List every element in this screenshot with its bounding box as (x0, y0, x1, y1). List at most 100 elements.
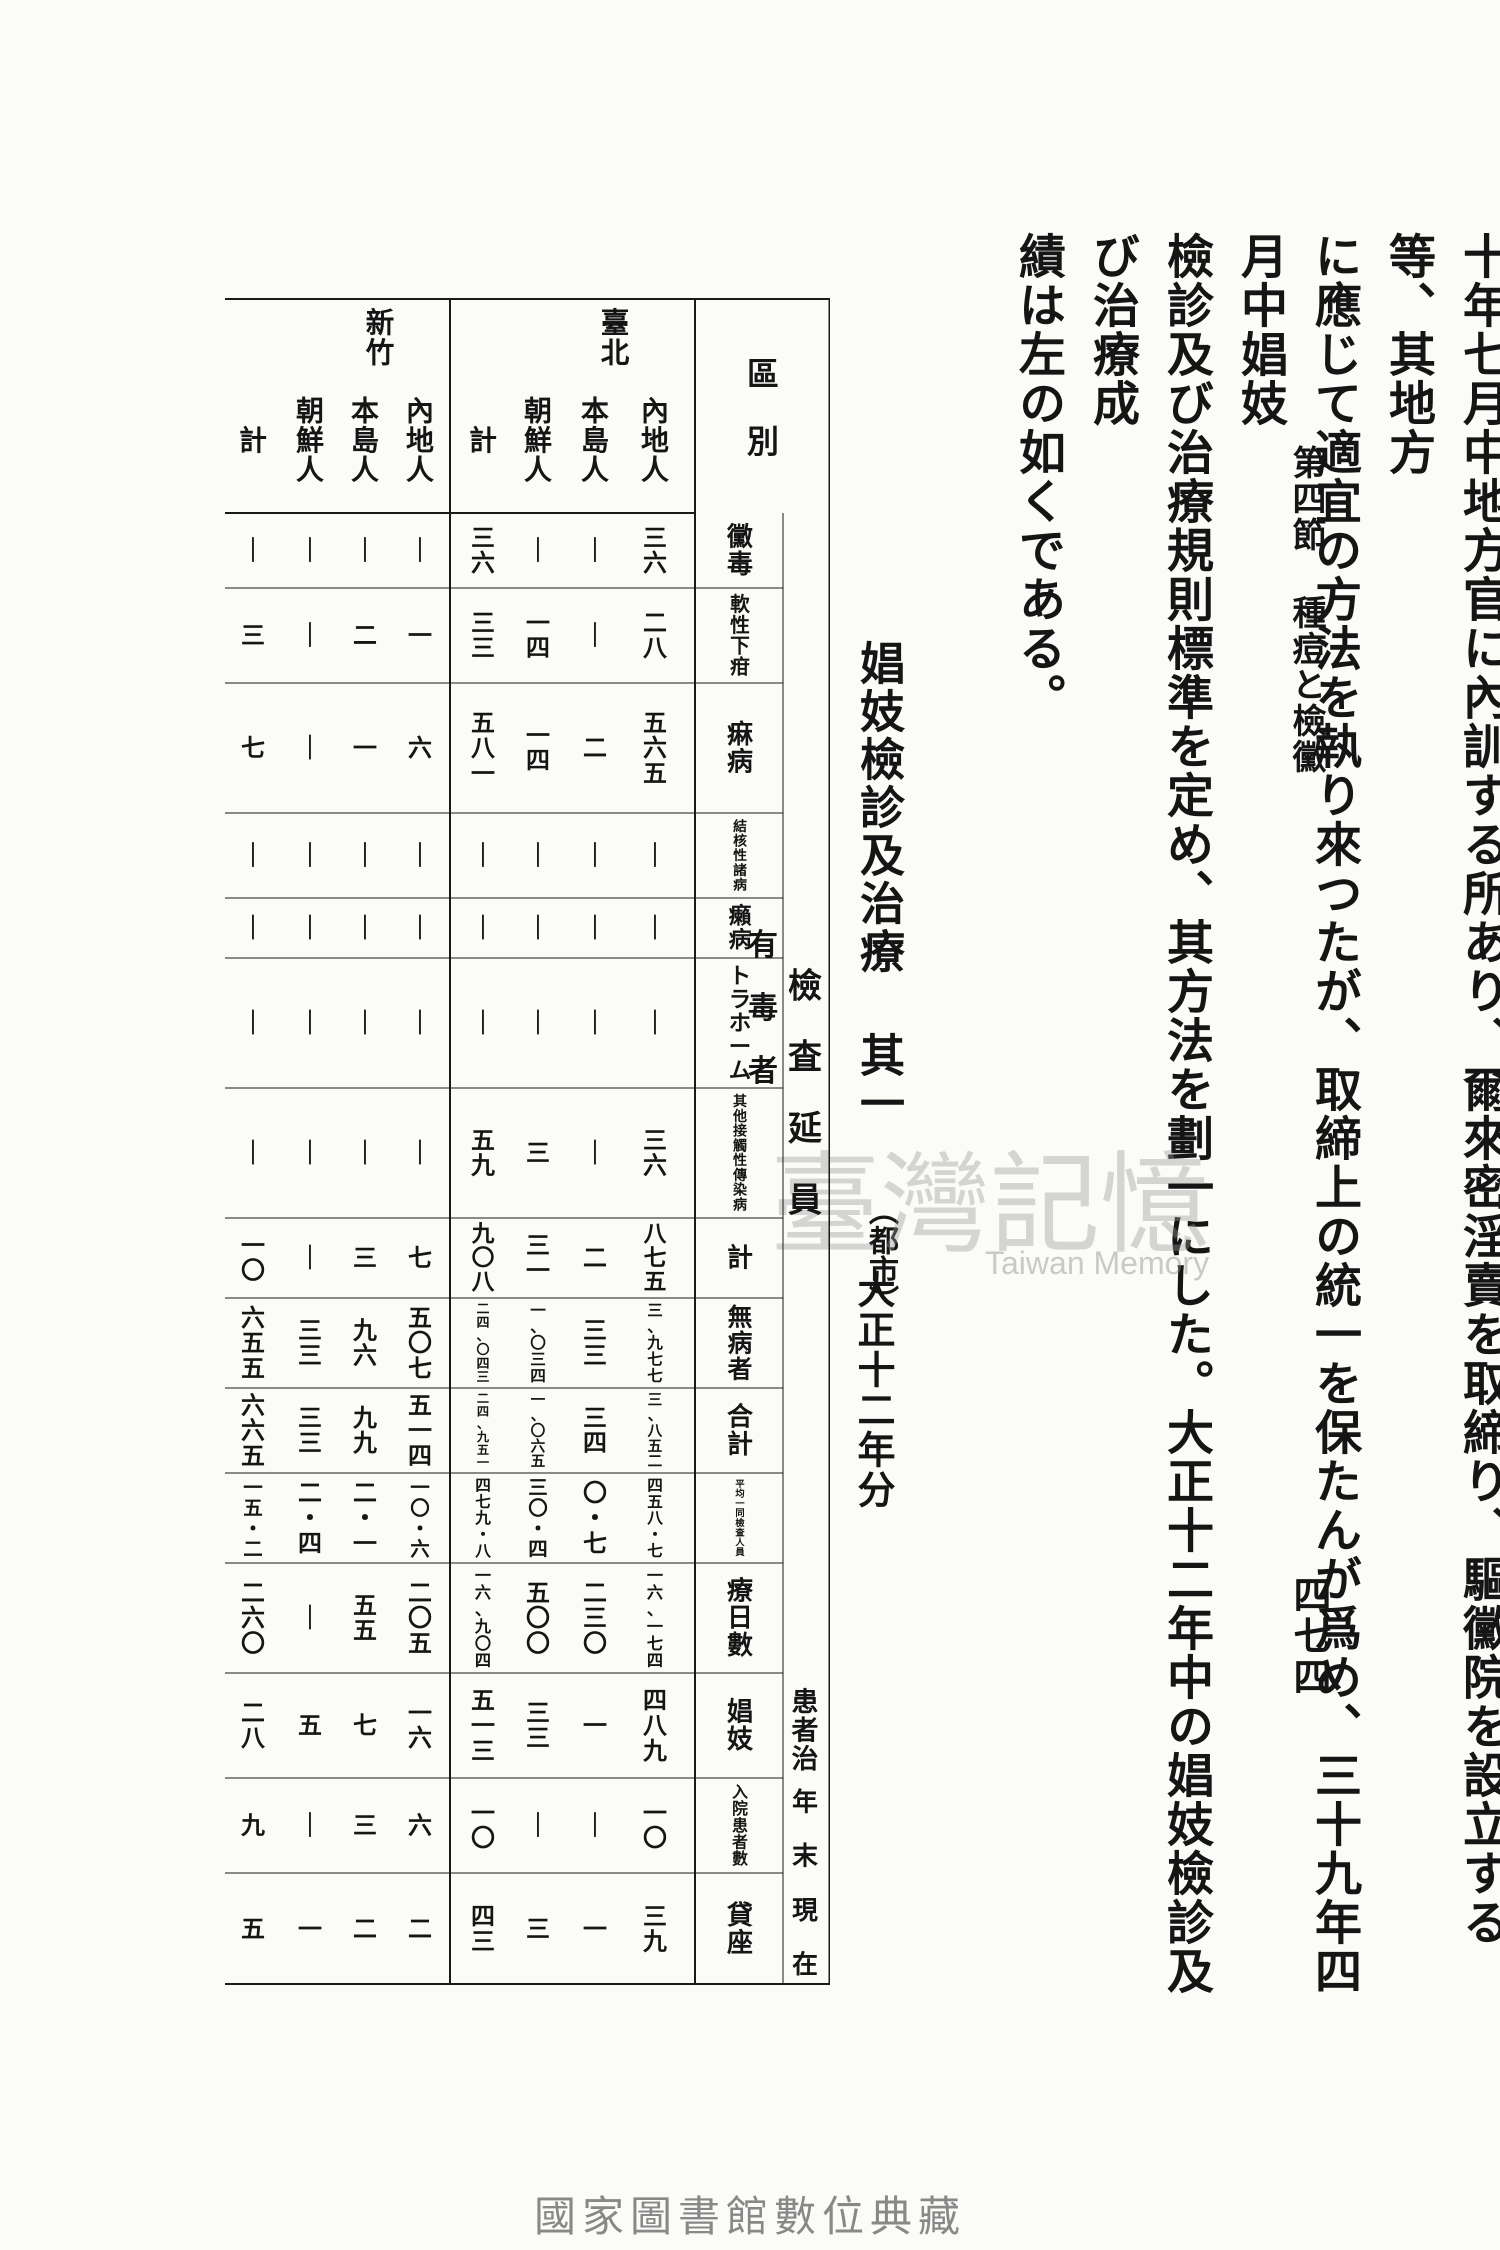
svg-text:九: 九 (352, 1429, 377, 1457)
cell-r0-c8: 三、九七七 (646, 1300, 663, 1385)
cell-r1-c9: 三四 (583, 1404, 607, 1457)
svg-text:者: 者 (728, 1354, 753, 1383)
svg-text:患: 患 (732, 1816, 748, 1835)
group-header-examined: 檢 査 延 員 (788, 965, 822, 1219)
svg-text:五: 五 (353, 1617, 377, 1645)
svg-text:一: 一 (408, 1417, 432, 1445)
svg-text:毒: 毒 (748, 991, 778, 1026)
row-label-3: 計 (469, 424, 497, 457)
cell-r7-c13: 九 (240, 1812, 265, 1840)
svg-text:三: 三 (530, 1350, 546, 1369)
svg-text:七: 七 (475, 1492, 491, 1511)
svg-text:九: 九 (642, 1928, 667, 1956)
svg-text:新: 新 (366, 306, 395, 340)
svg-text:軟: 軟 (730, 592, 750, 616)
svg-text:人: 人 (296, 453, 324, 486)
cell-r1-c7: 二 (583, 1244, 607, 1272)
svg-text:五: 五 (648, 1438, 663, 1455)
cell-r0-c2: 五六五 (643, 709, 667, 787)
cell-r6-c0: ｜ (298, 537, 322, 565)
svg-text:人: 人 (735, 1536, 745, 1548)
svg-text:計: 計 (727, 1429, 753, 1460)
svg-text:本: 本 (581, 395, 609, 428)
cell-r6-c1: ｜ (298, 622, 322, 650)
svg-text:九: 九 (352, 1316, 377, 1344)
body-line: 績は左の如くである。 (1010, 232, 1065, 722)
svg-text:六: 六 (471, 549, 495, 577)
svg-text:五: 五 (243, 1496, 262, 1519)
svg-text:五: 五 (526, 1579, 550, 1607)
svg-text:三: 三 (471, 1737, 495, 1765)
cell-r1-c2: 二 (583, 734, 607, 762)
svg-text:〇: 〇 (477, 1342, 490, 1358)
svg-text:九: 九 (470, 1152, 495, 1180)
svg-text:六: 六 (647, 1583, 663, 1602)
svg-text:三: 三 (647, 1300, 663, 1319)
svg-text:｜: ｜ (526, 914, 550, 942)
svg-text:朝: 朝 (296, 395, 324, 428)
svg-text:三: 三 (298, 1316, 322, 1344)
svg-text:八: 八 (644, 1222, 667, 1248)
svg-text:病: 病 (733, 876, 747, 893)
svg-text:三: 三 (298, 1404, 322, 1432)
column-header-4: 癩病 (729, 903, 752, 954)
svg-text:六: 六 (643, 549, 667, 577)
svg-text:內: 內 (641, 395, 669, 428)
svg-text:一: 一 (408, 1699, 432, 1727)
svg-text:人: 人 (524, 453, 552, 486)
svg-text:一: 一 (643, 1799, 667, 1827)
svg-text:四: 四 (475, 1651, 491, 1670)
svg-text:計: 計 (239, 424, 267, 457)
svg-text:〇: 〇 (528, 1496, 547, 1519)
svg-text:員: 員 (734, 1547, 745, 1558)
svg-text:｜: ｜ (298, 1604, 322, 1632)
svg-text:三: 三 (526, 1699, 550, 1727)
cell-r6-c2: ｜ (298, 734, 322, 762)
cell-r2-c3: ｜ (526, 842, 550, 870)
svg-text:院: 院 (732, 1799, 748, 1818)
svg-text:一: 一 (243, 1476, 263, 1499)
svg-text:三: 三 (583, 1604, 607, 1632)
svg-text:二: 二 (583, 1244, 607, 1272)
cell-r5-c9: 九九 (352, 1404, 377, 1457)
svg-text:・: ・ (410, 1517, 429, 1540)
svg-text:｜: ｜ (241, 1139, 265, 1167)
svg-text:｜: ｜ (583, 914, 607, 942)
svg-text:九: 九 (240, 1812, 265, 1840)
cell-r1-c8: 三三 (583, 1316, 607, 1369)
svg-text:二: 二 (408, 1915, 432, 1943)
svg-text:、: 、 (475, 1600, 491, 1619)
svg-text:六: 六 (241, 1391, 265, 1419)
svg-text:一: 一 (530, 1300, 546, 1319)
svg-text:七: 七 (644, 1246, 667, 1272)
svg-text:三: 三 (583, 1404, 607, 1432)
svg-text:一: 一 (353, 1529, 377, 1557)
cell-r3-c2: 五八一 (471, 709, 496, 787)
svg-text:四: 四 (647, 1475, 663, 1494)
cell-r3-c13: 一〇 (471, 1799, 495, 1852)
svg-text:四: 四 (471, 1902, 495, 1930)
svg-text:三: 三 (471, 524, 495, 552)
cell-r6-c7: ｜ (298, 1244, 322, 1272)
svg-text:二: 二 (298, 1479, 322, 1507)
svg-text:ト: ト (729, 963, 751, 989)
svg-text:一: 一 (647, 1566, 663, 1585)
svg-text:｜: ｜ (643, 914, 667, 942)
cell-r2-c11: 五〇〇 (526, 1579, 550, 1657)
svg-text:結: 結 (733, 818, 747, 835)
svg-text:二: 二 (353, 1915, 377, 1943)
cell-r4-c9: 五一四 (408, 1391, 432, 1469)
svg-text:檢: 檢 (788, 965, 822, 1005)
svg-text:臺: 臺 (601, 306, 630, 340)
svg-text:九: 九 (474, 1617, 492, 1636)
cell-r2-c13: ｜ (526, 1812, 550, 1840)
cell-r5-c5: ｜ (353, 1009, 377, 1037)
svg-text:癩: 癩 (729, 903, 752, 930)
svg-text:一: 一 (647, 1617, 663, 1636)
svg-text:四: 四 (530, 1366, 546, 1385)
svg-text:七: 七 (353, 1712, 377, 1740)
cell-r4-c5: ｜ (408, 1009, 432, 1037)
svg-text:島: 島 (351, 424, 379, 457)
cell-r0-c0: 三六 (643, 524, 667, 577)
